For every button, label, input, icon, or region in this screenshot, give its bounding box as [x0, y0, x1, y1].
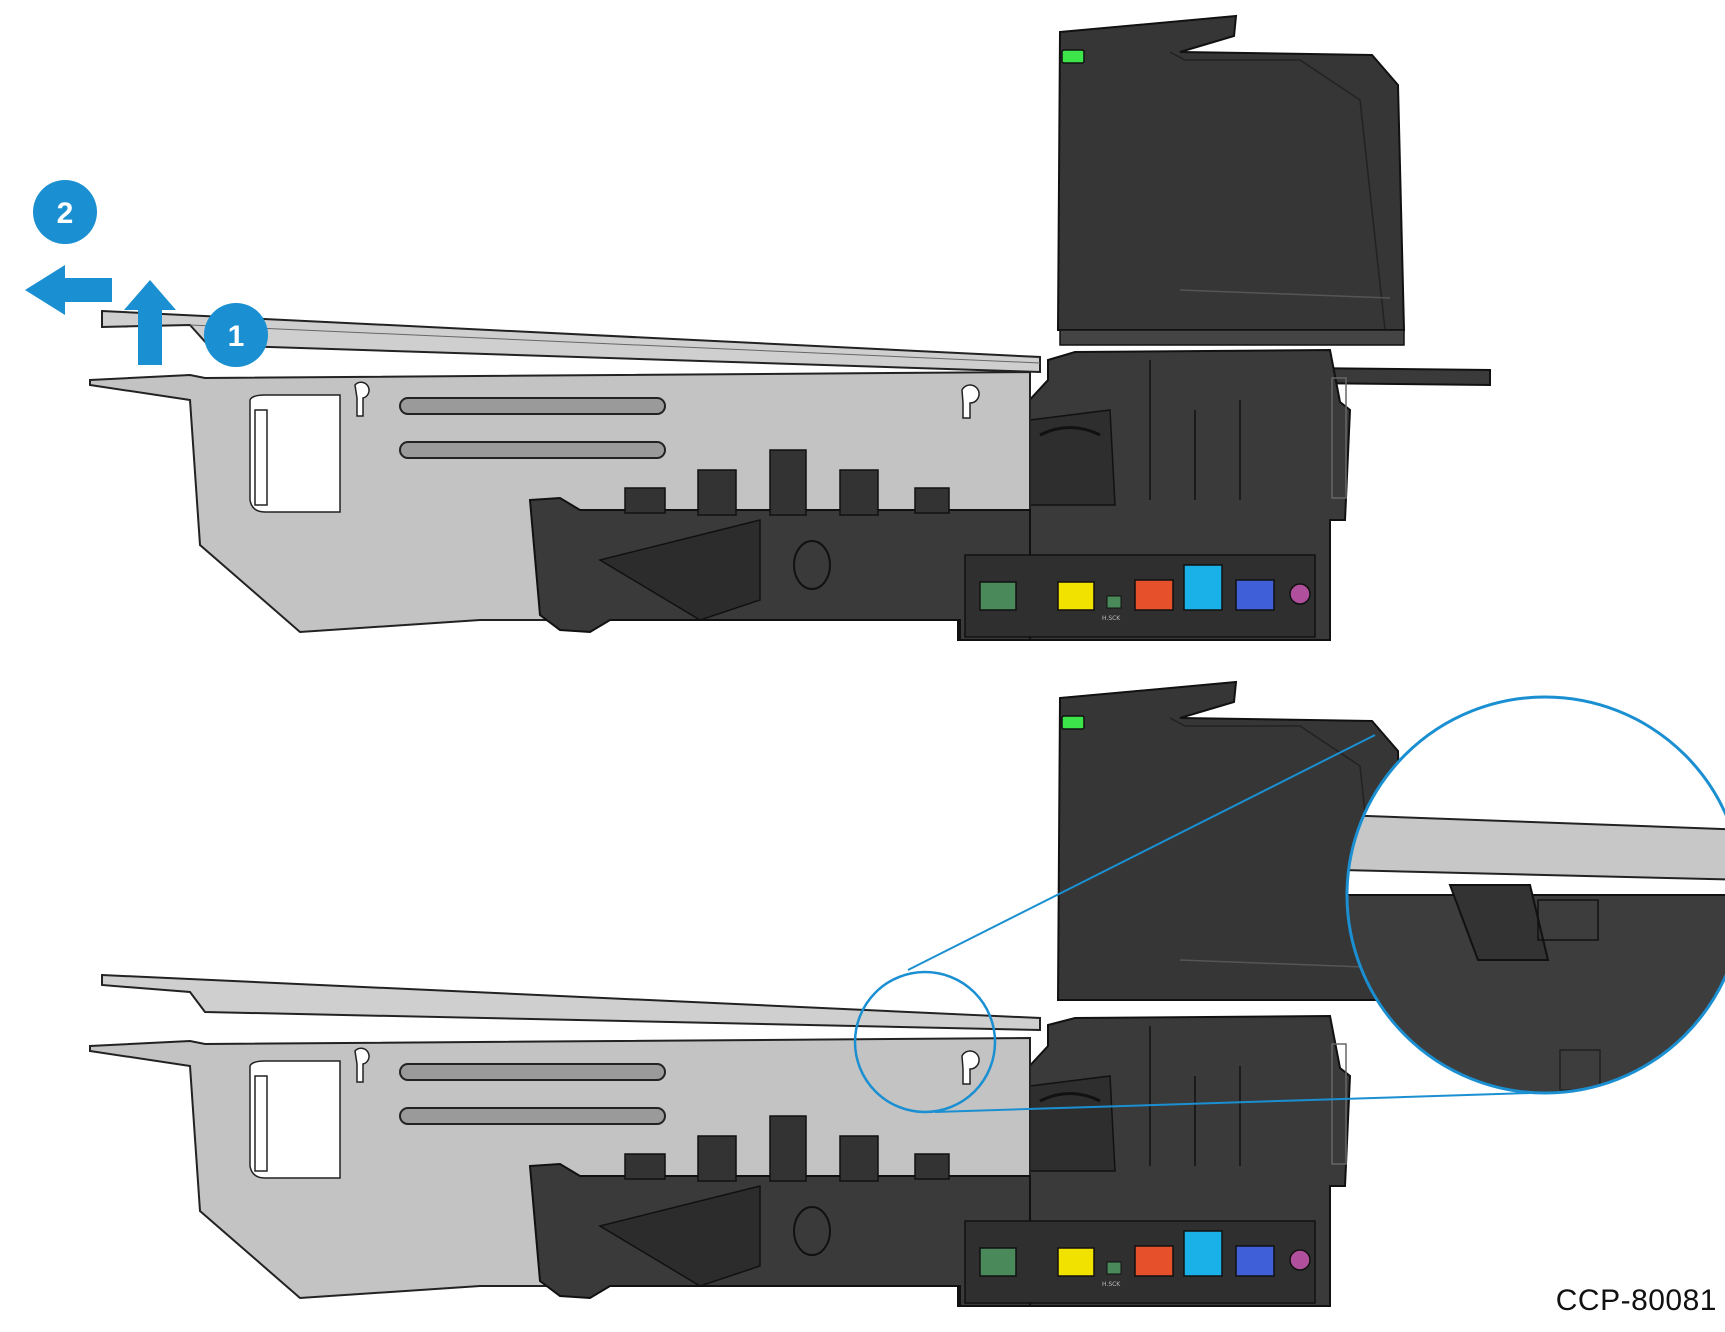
port-blue [1235, 579, 1275, 611]
svg-text:1: 1 [228, 320, 245, 353]
top-assembly: H.SCK [89, 14, 1491, 641]
port-magenta [1289, 1249, 1311, 1271]
step-1-badge: 1 [204, 303, 268, 367]
port-label-hsck: H.SCK [1102, 1281, 1121, 1288]
zoom-source-circle [853, 970, 997, 1114]
port-orange [1134, 1245, 1174, 1277]
top-plate-seated [101, 973, 1041, 1032]
scanner-tower [1056, 680, 1406, 1001]
port-blue [1235, 1245, 1275, 1277]
port-yellow [1057, 581, 1095, 611]
connector-panel: H.SCK [964, 1220, 1316, 1304]
bottom-assembly: H.SCK [89, 680, 1725, 1307]
scanner-tower [1056, 14, 1406, 346]
port-cyan [1183, 564, 1223, 611]
status-led [1061, 715, 1085, 730]
port-cyan [1183, 1230, 1223, 1277]
arrow-left-icon [25, 265, 112, 315]
port-small-green [1106, 1261, 1122, 1275]
port-yellow [1057, 1247, 1095, 1277]
svg-text:2: 2 [57, 197, 74, 230]
port-label-hsck: H.SCK [1102, 615, 1121, 622]
port-small-green [1106, 595, 1122, 609]
port-green [979, 1247, 1017, 1277]
status-led [1061, 49, 1085, 64]
step-2-badge: 2 [33, 180, 97, 244]
arrow-up-icon [124, 280, 176, 365]
zoom-magnified-circle [1345, 695, 1725, 1095]
port-magenta [1289, 583, 1311, 605]
scanner-base [528, 1115, 1031, 1307]
port-green [979, 581, 1017, 611]
scanner-base [528, 449, 1031, 641]
port-orange [1134, 579, 1174, 611]
document-code: CCP-80081 [1555, 1284, 1717, 1317]
connector-panel: H.SCK [964, 554, 1316, 638]
